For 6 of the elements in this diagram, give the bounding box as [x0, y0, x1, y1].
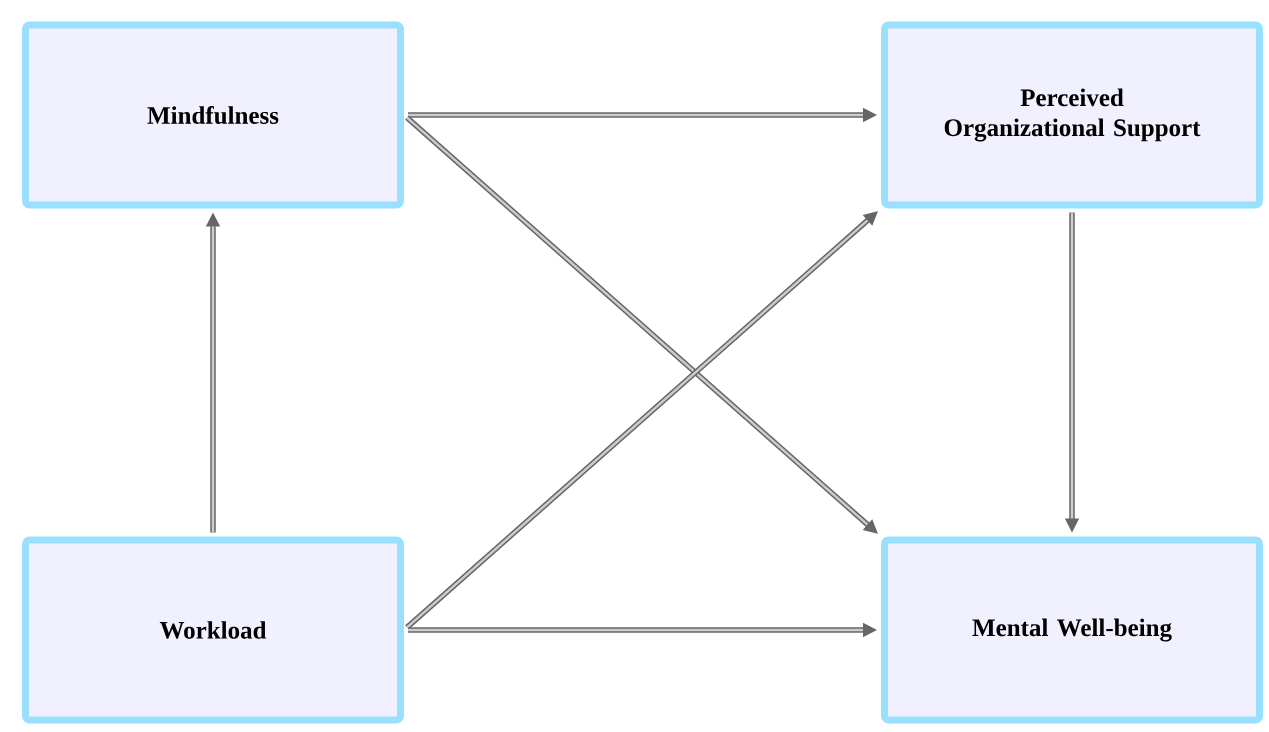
arrow — [405, 211, 878, 630]
concept-box: Perceived Organizational Support — [881, 21, 1263, 209]
concept-box: Mental Well-being — [881, 536, 1263, 724]
concept-box: Mindfulness — [22, 21, 404, 209]
arrow — [405, 115, 878, 534]
concept-box: Workload — [22, 536, 404, 724]
